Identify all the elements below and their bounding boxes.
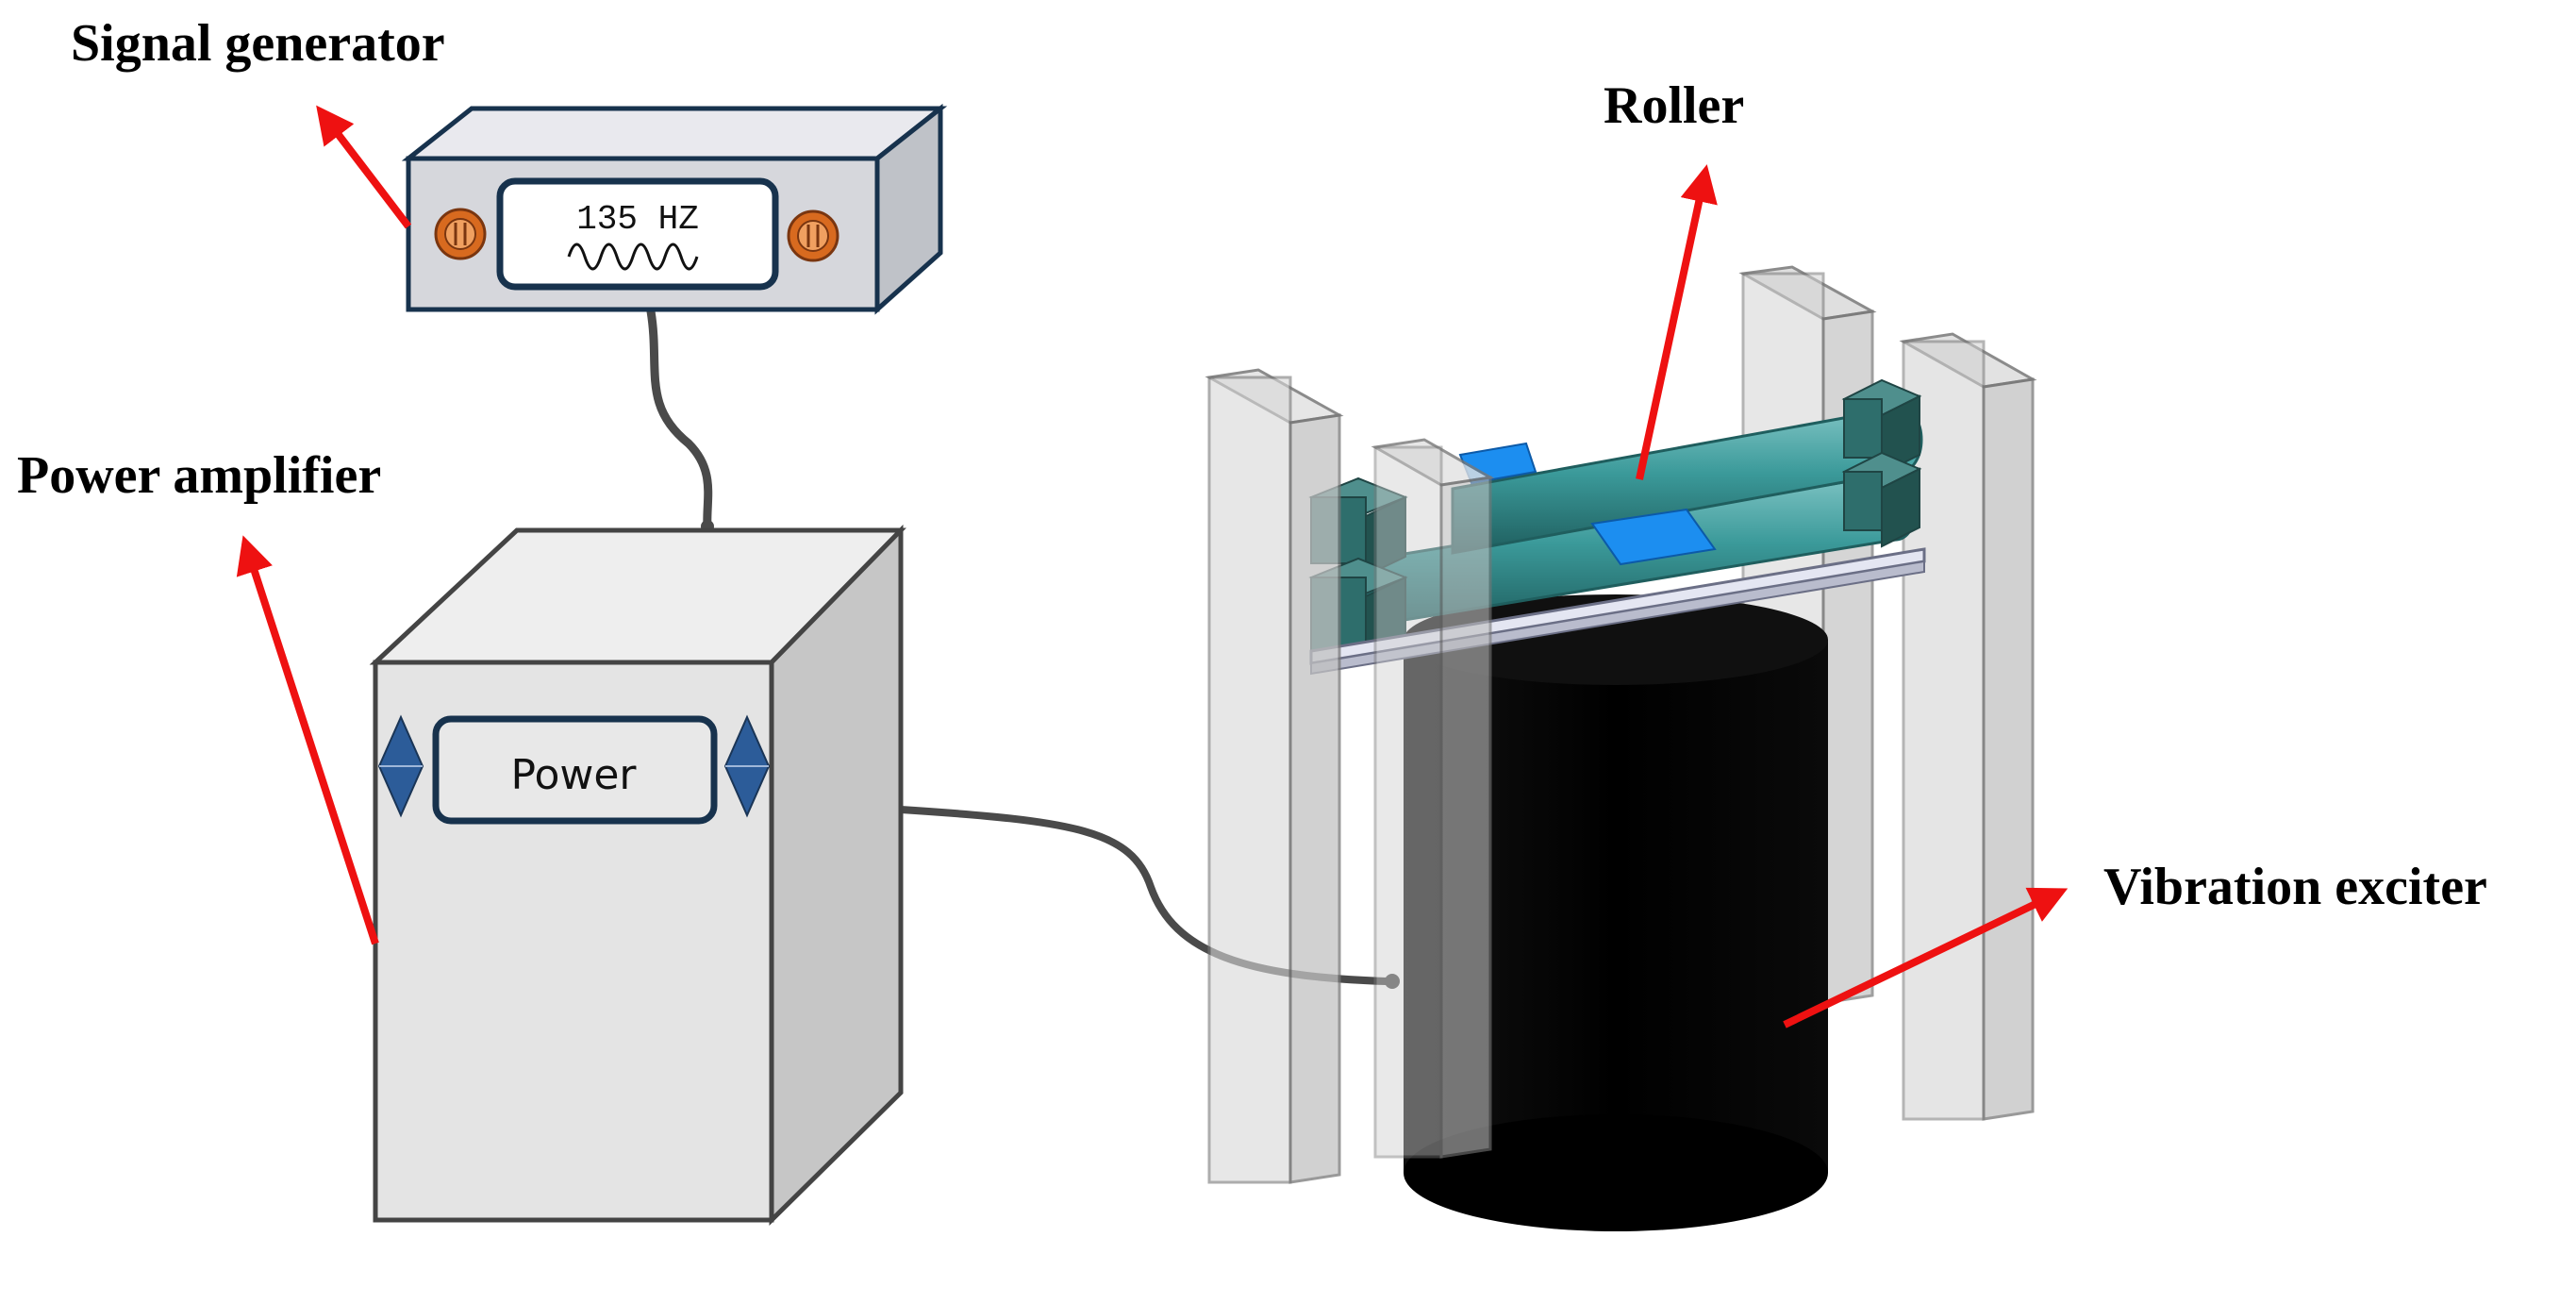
cable-connector bbox=[1385, 974, 1400, 989]
amplifier-display bbox=[432, 715, 718, 825]
sine-wave-icon bbox=[567, 242, 699, 271]
signal-display-text: 135 HZ bbox=[576, 200, 699, 239]
left-pillar bbox=[1205, 368, 1344, 1184]
amplifier-display-text: Power bbox=[510, 751, 637, 799]
front-middle-pillar bbox=[1371, 438, 1495, 1159]
vibration-exciter-label: Vibration exciter bbox=[2103, 858, 2487, 916]
knob-icon[interactable] bbox=[434, 208, 487, 260]
right-pillar bbox=[1899, 332, 2037, 1121]
vibration-test-rig bbox=[1205, 265, 2037, 1231]
roller-arrow bbox=[1636, 164, 1718, 480]
signal-display bbox=[496, 177, 779, 291]
signal-generator: 135 HZ bbox=[401, 103, 948, 315]
vibration-exciter-arrow bbox=[1783, 887, 2069, 1028]
knob-icon[interactable] bbox=[787, 209, 839, 262]
signal-generator-arrow bbox=[316, 105, 412, 229]
blue-pad bbox=[1590, 508, 1717, 566]
mounting-block bbox=[1841, 451, 1922, 548]
signal-cable bbox=[646, 307, 713, 533]
roller-label: Roller bbox=[1604, 76, 1744, 135]
power-amplifier: Power bbox=[369, 524, 906, 1226]
signal-generator-label: Signal generator bbox=[71, 14, 445, 73]
mounting-block bbox=[1841, 378, 1922, 476]
power-amplifier-label: Power amplifier bbox=[17, 446, 381, 505]
power-amplifier-arrow bbox=[236, 535, 379, 945]
signal-generator-top bbox=[401, 106, 948, 161]
